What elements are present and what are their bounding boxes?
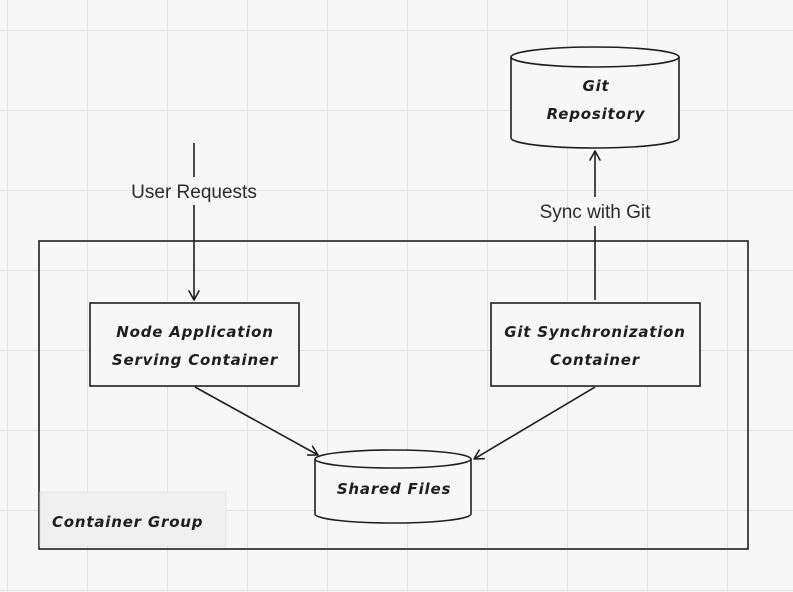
git-sync-container-node[interactable]: Git Synchronization Container [490,302,701,387]
node-app-container-box [89,302,300,387]
git-repository-label-line1: Git [582,77,609,95]
container-group[interactable]: Container Group [38,240,749,550]
container-group-label-bg [39,491,227,547]
edge-node-app-to-shared-files[interactable] [194,386,319,456]
container-group-border [38,240,749,550]
node-app-container-node[interactable]: Node Application Serving Container [89,302,300,387]
edge-git-sync-to-shared-files[interactable] [473,386,596,460]
edge-sync-with-git[interactable]: Sync with Git [540,150,652,300]
git-repository-body [510,57,680,149]
git-repository-node[interactable]: Git Repository [510,46,680,149]
git-sync-label-line1: Git Synchronization [504,323,686,341]
shared-files-node[interactable]: Shared Files [314,449,472,524]
container-group-label: Container Group [52,513,203,531]
shared-files-body [314,459,472,524]
git-repository-label-line2: Repository [547,105,646,123]
shared-files-label: Shared Files [337,480,451,498]
edge-sync-with-git-label: Sync with Git [540,202,652,223]
edge-user-requests[interactable]: User Requests [131,143,257,301]
node-app-label-line2: Serving Container [112,351,279,369]
shared-files-top [314,449,472,469]
git-sync-container-box [490,302,701,387]
git-sync-label-line2: Container [550,351,641,369]
edge-user-requests-label: User Requests [131,182,257,203]
git-repository-top [510,46,680,68]
node-app-label-line1: Node Application [116,323,273,341]
